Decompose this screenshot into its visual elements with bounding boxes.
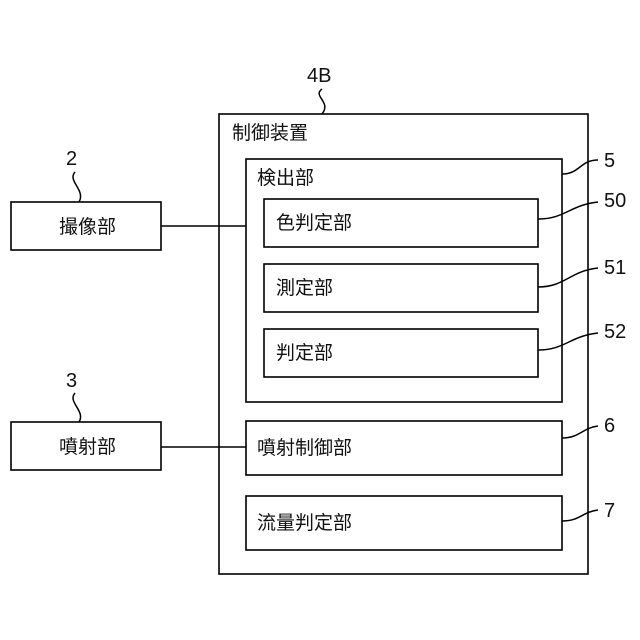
imaging-leader bbox=[73, 172, 81, 202]
control-device-title: 制御装置 bbox=[232, 122, 308, 144]
measure-ref: 51 bbox=[604, 257, 626, 279]
spray-control-ref: 6 bbox=[604, 415, 615, 437]
spray-leader bbox=[73, 393, 81, 422]
imaging-label: 撮像部 bbox=[59, 216, 116, 238]
measure-label: 測定部 bbox=[276, 277, 333, 299]
spray-ref: 3 bbox=[66, 370, 77, 392]
color-judge-label: 色判定部 bbox=[276, 212, 352, 234]
spray-control-label: 噴射制御部 bbox=[257, 437, 352, 459]
color-judge-ref: 50 bbox=[604, 190, 626, 212]
control-device-ref: 4B bbox=[307, 65, 331, 87]
detection-title: 検出部 bbox=[257, 167, 314, 189]
control-device-leader bbox=[319, 89, 325, 114]
flow-judge-label: 流量判定部 bbox=[257, 512, 352, 534]
judge-ref: 52 bbox=[604, 321, 626, 343]
spray-label: 噴射部 bbox=[59, 436, 116, 458]
detection-ref: 5 bbox=[604, 150, 615, 172]
judge-label: 判定部 bbox=[276, 342, 333, 364]
flow-judge-ref: 7 bbox=[604, 500, 615, 522]
imaging-ref: 2 bbox=[66, 148, 77, 170]
